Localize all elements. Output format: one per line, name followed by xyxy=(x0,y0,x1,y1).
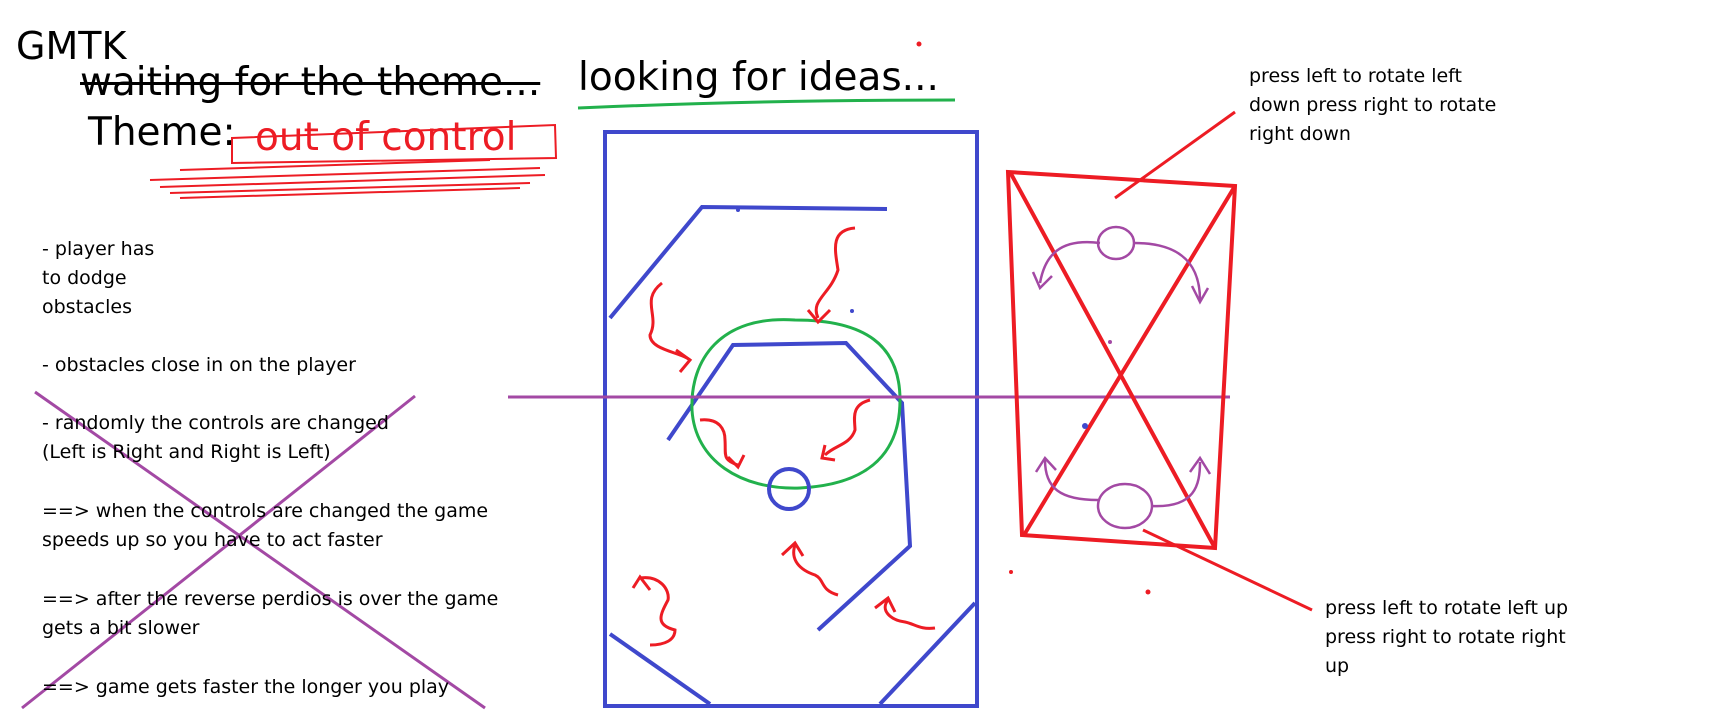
annotation-pointers xyxy=(1114,110,1313,612)
green-circle xyxy=(690,318,902,490)
status-underline xyxy=(577,98,956,110)
game-board-frame xyxy=(603,130,979,708)
rotation-box xyxy=(1005,169,1238,551)
red-arrows xyxy=(631,226,936,647)
board-walls xyxy=(608,204,977,706)
player-ball xyxy=(767,467,811,511)
theme-scribble xyxy=(149,123,558,199)
notes-cross-out xyxy=(21,390,486,710)
stray-dots xyxy=(736,41,1151,595)
rotation-arrows xyxy=(1031,225,1212,530)
